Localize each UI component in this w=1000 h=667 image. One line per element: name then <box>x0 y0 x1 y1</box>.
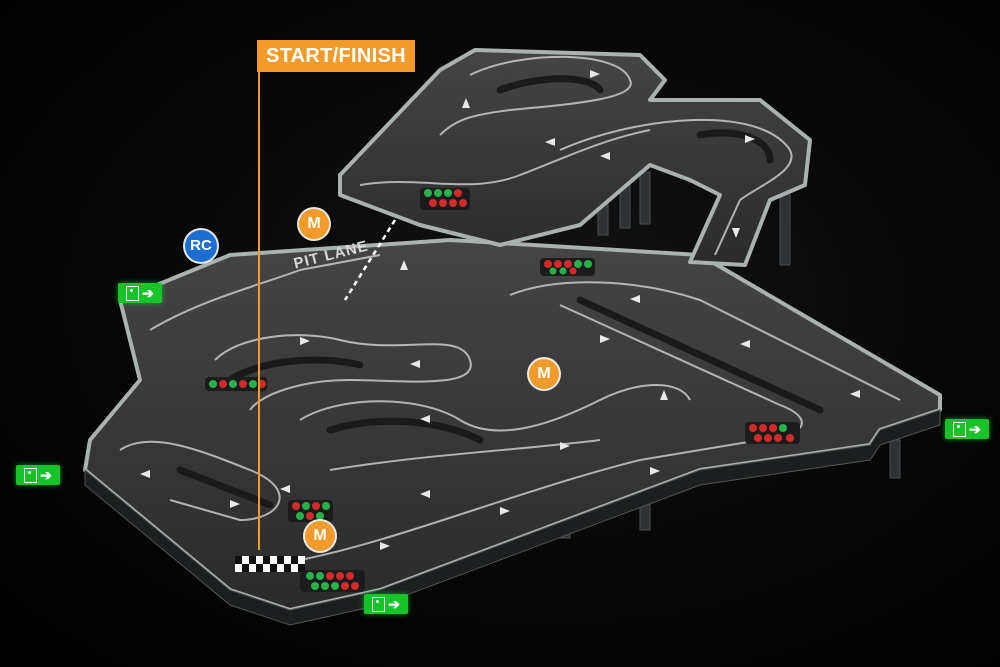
exit-sign-right: ➔ <box>945 419 989 439</box>
exit-person-icon <box>372 596 386 612</box>
exit-arrow-icon: ➔ <box>40 467 52 483</box>
platform-side <box>84 409 941 626</box>
start-lights-mid <box>540 258 595 276</box>
pit-lane-divider <box>343 219 397 301</box>
start-lights-left <box>205 377 267 391</box>
exit-sign-left-upper: ➔ <box>118 283 162 303</box>
exit-person-icon <box>953 421 967 437</box>
track-medians <box>176 75 824 509</box>
start-lights-bottom <box>300 570 365 592</box>
chequered-line <box>235 556 305 572</box>
start-lights-grid <box>288 500 333 522</box>
exit-person-icon <box>126 285 140 301</box>
marshal-post-2: M <box>529 359 559 389</box>
exit-arrow-icon: ➔ <box>969 421 981 437</box>
direction-arrows <box>140 70 860 550</box>
marshal-post-1: M <box>299 209 329 239</box>
exit-sign-left-lower: ➔ <box>16 465 60 485</box>
start-lights-upper <box>420 188 470 210</box>
exit-arrow-icon: ➔ <box>142 285 154 301</box>
exit-person-icon <box>24 467 38 483</box>
start-lights-right <box>745 422 800 444</box>
marshal-post-3: M <box>305 521 335 551</box>
start-finish-label: START/FINISH <box>257 40 415 72</box>
exit-arrow-icon: ➔ <box>388 596 400 612</box>
exit-sign-bottom: ➔ <box>364 594 408 614</box>
race-control-marker: RC <box>185 230 217 262</box>
upper-platform <box>338 48 812 267</box>
start-finish-line <box>258 72 260 550</box>
track-lane-lines <box>119 55 901 561</box>
